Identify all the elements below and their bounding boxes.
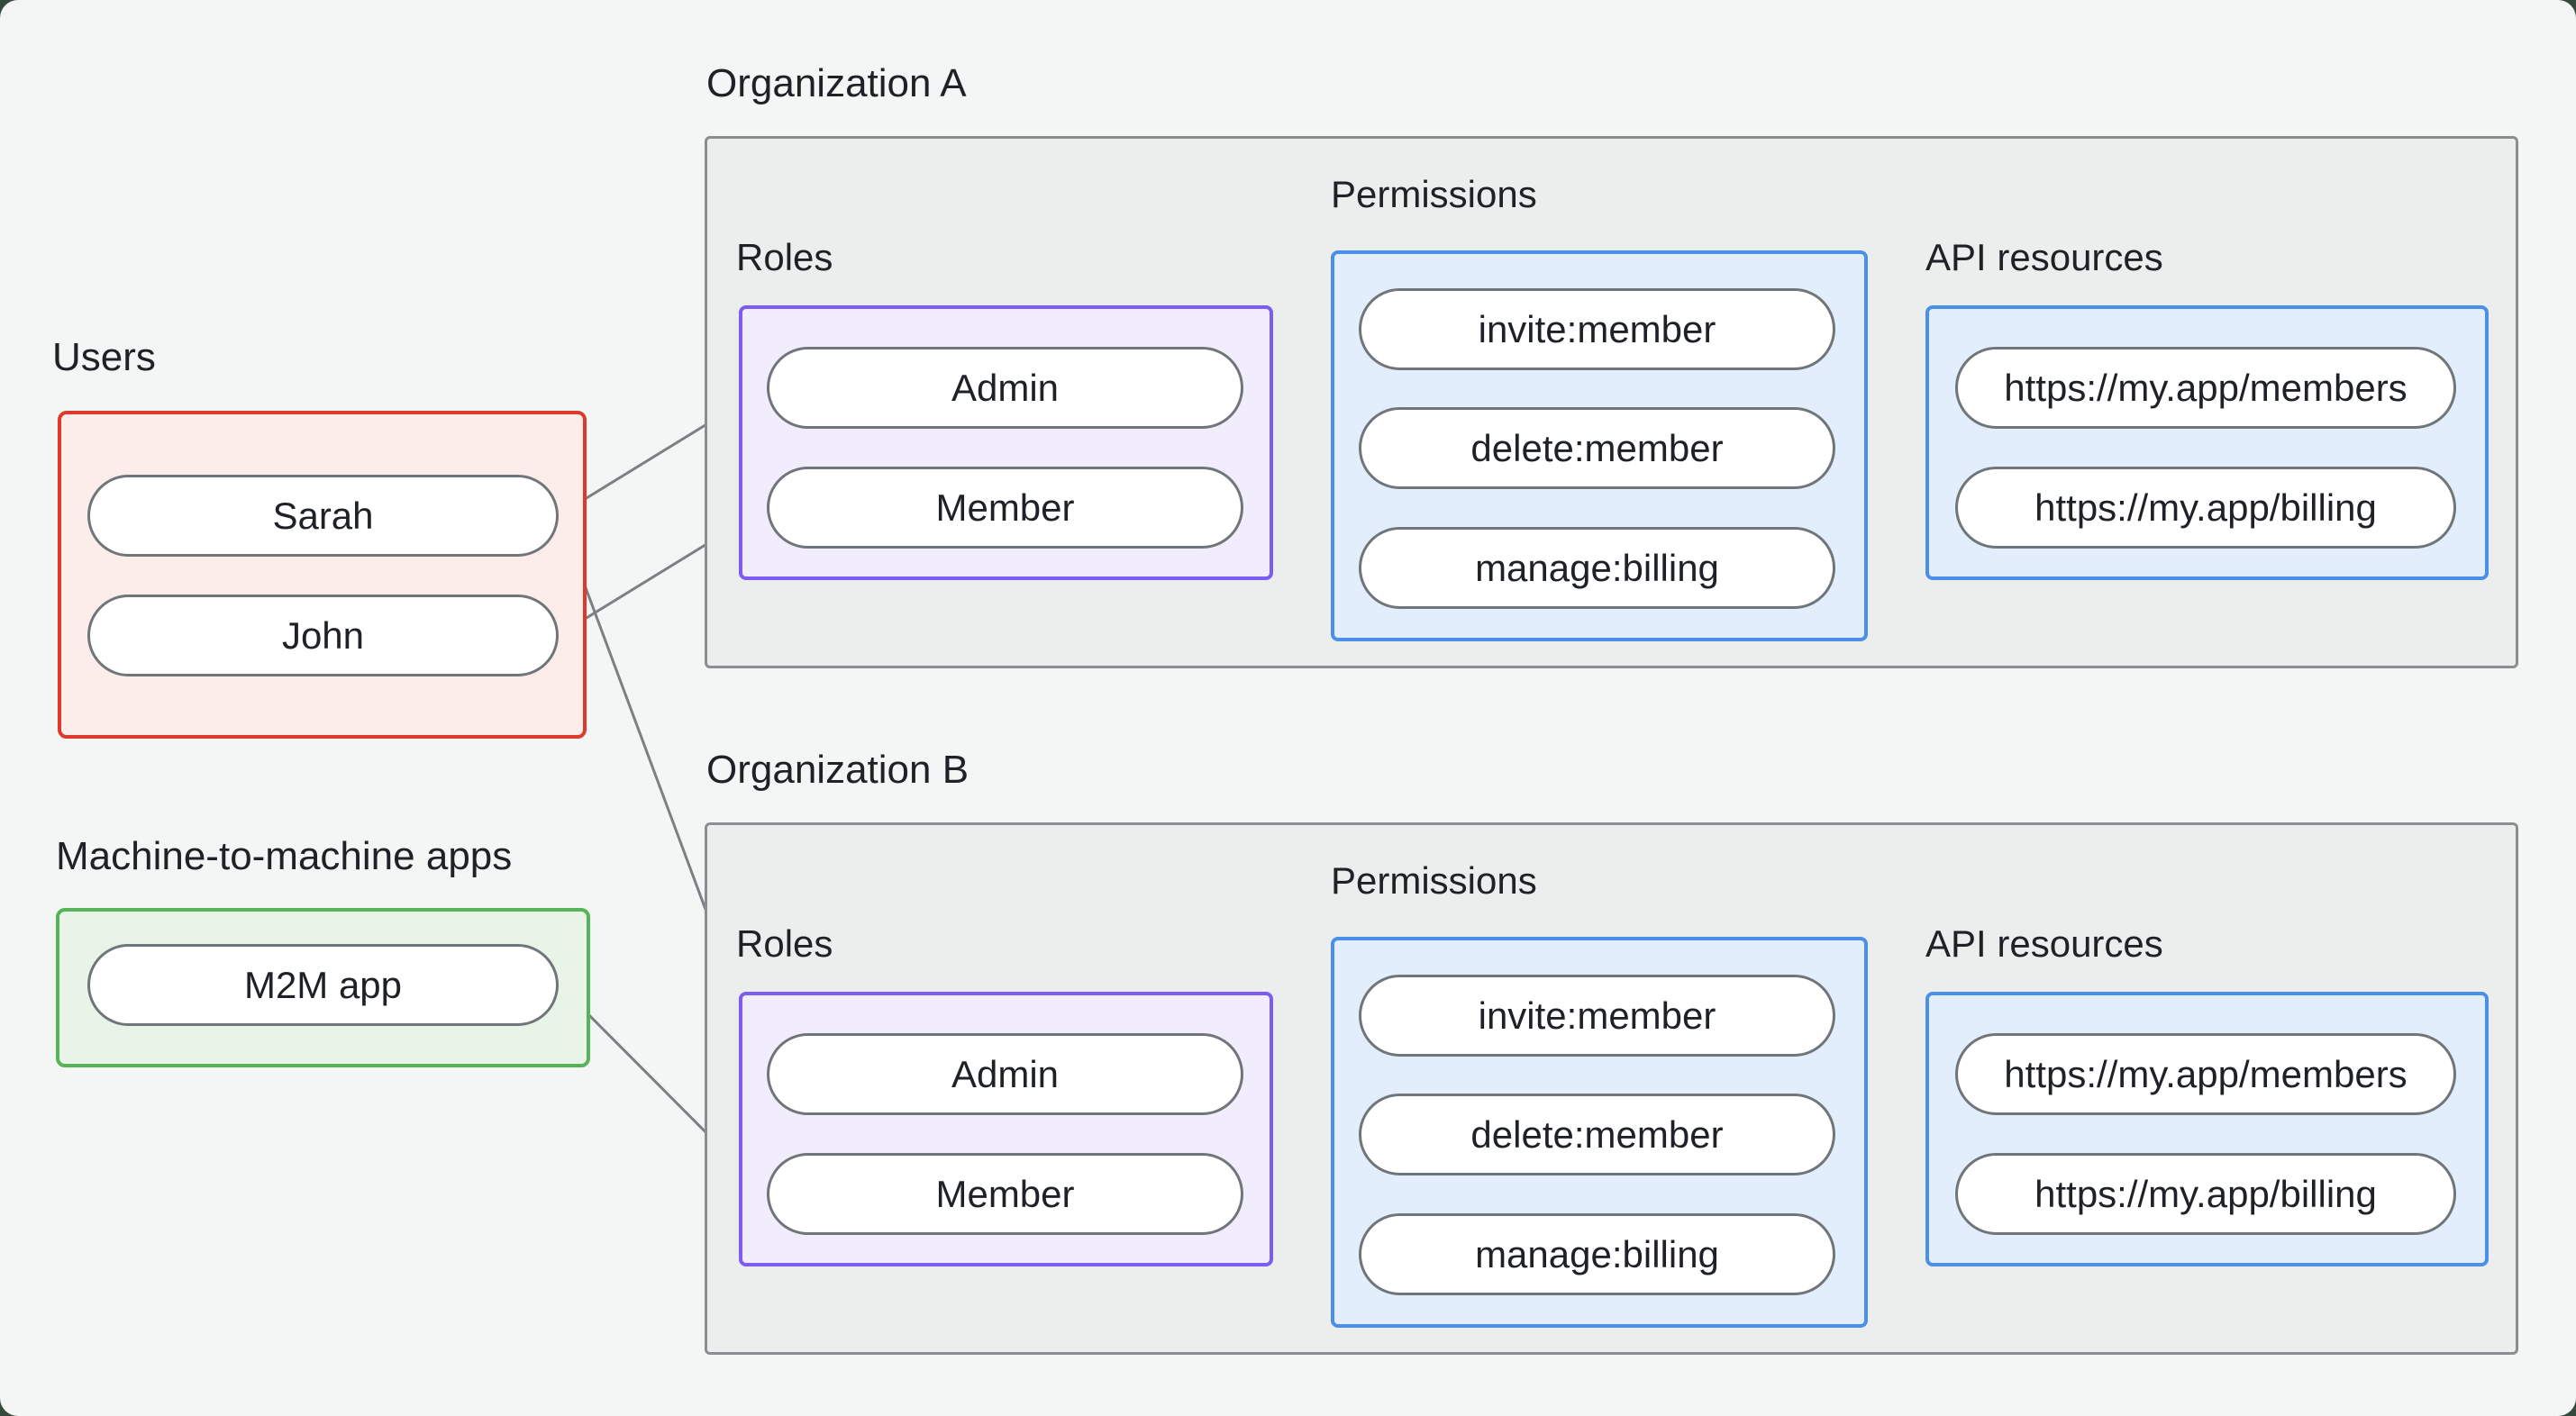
m2m-section-label: Machine-to-machine apps — [56, 834, 513, 878]
users-section-label: Users — [52, 335, 156, 379]
users-group-box — [58, 411, 587, 739]
node-org-a-api-members: https://my.app/members — [1955, 347, 2456, 429]
org-a-api-label: API resources — [1925, 236, 2163, 278]
node-org-b-api-members: https://my.app/members — [1955, 1033, 2456, 1115]
node-org-b-perm-manage: manage:billing — [1359, 1213, 1835, 1295]
org-b-label: Organization B — [706, 748, 969, 792]
org-a-permissions-label: Permissions — [1331, 173, 1537, 215]
node-org-a-role-admin: Admin — [767, 347, 1243, 429]
node-org-b-role-member: Member — [767, 1153, 1243, 1235]
org-a-roles-label: Roles — [736, 236, 833, 278]
node-m2m-app: M2M app — [87, 944, 559, 1026]
node-user-sarah: Sarah — [87, 475, 559, 557]
org-b-roles-label: Roles — [736, 922, 833, 965]
node-org-a-perm-delete: delete:member — [1359, 407, 1835, 489]
org-b-permissions-label: Permissions — [1331, 859, 1537, 902]
org-b-api-label: API resources — [1925, 922, 2163, 965]
node-org-a-perm-invite: invite:member — [1359, 288, 1835, 370]
node-user-john: John — [87, 595, 559, 676]
org-a-label: Organization A — [706, 61, 967, 105]
node-org-b-api-billing: https://my.app/billing — [1955, 1153, 2456, 1235]
node-org-b-perm-invite: invite:member — [1359, 975, 1835, 1057]
node-org-a-role-member: Member — [767, 467, 1243, 549]
node-org-b-perm-delete: delete:member — [1359, 1094, 1835, 1175]
node-org-a-api-billing: https://my.app/billing — [1955, 467, 2456, 549]
node-org-b-role-admin: Admin — [767, 1033, 1243, 1115]
node-org-a-perm-manage: manage:billing — [1359, 527, 1835, 609]
